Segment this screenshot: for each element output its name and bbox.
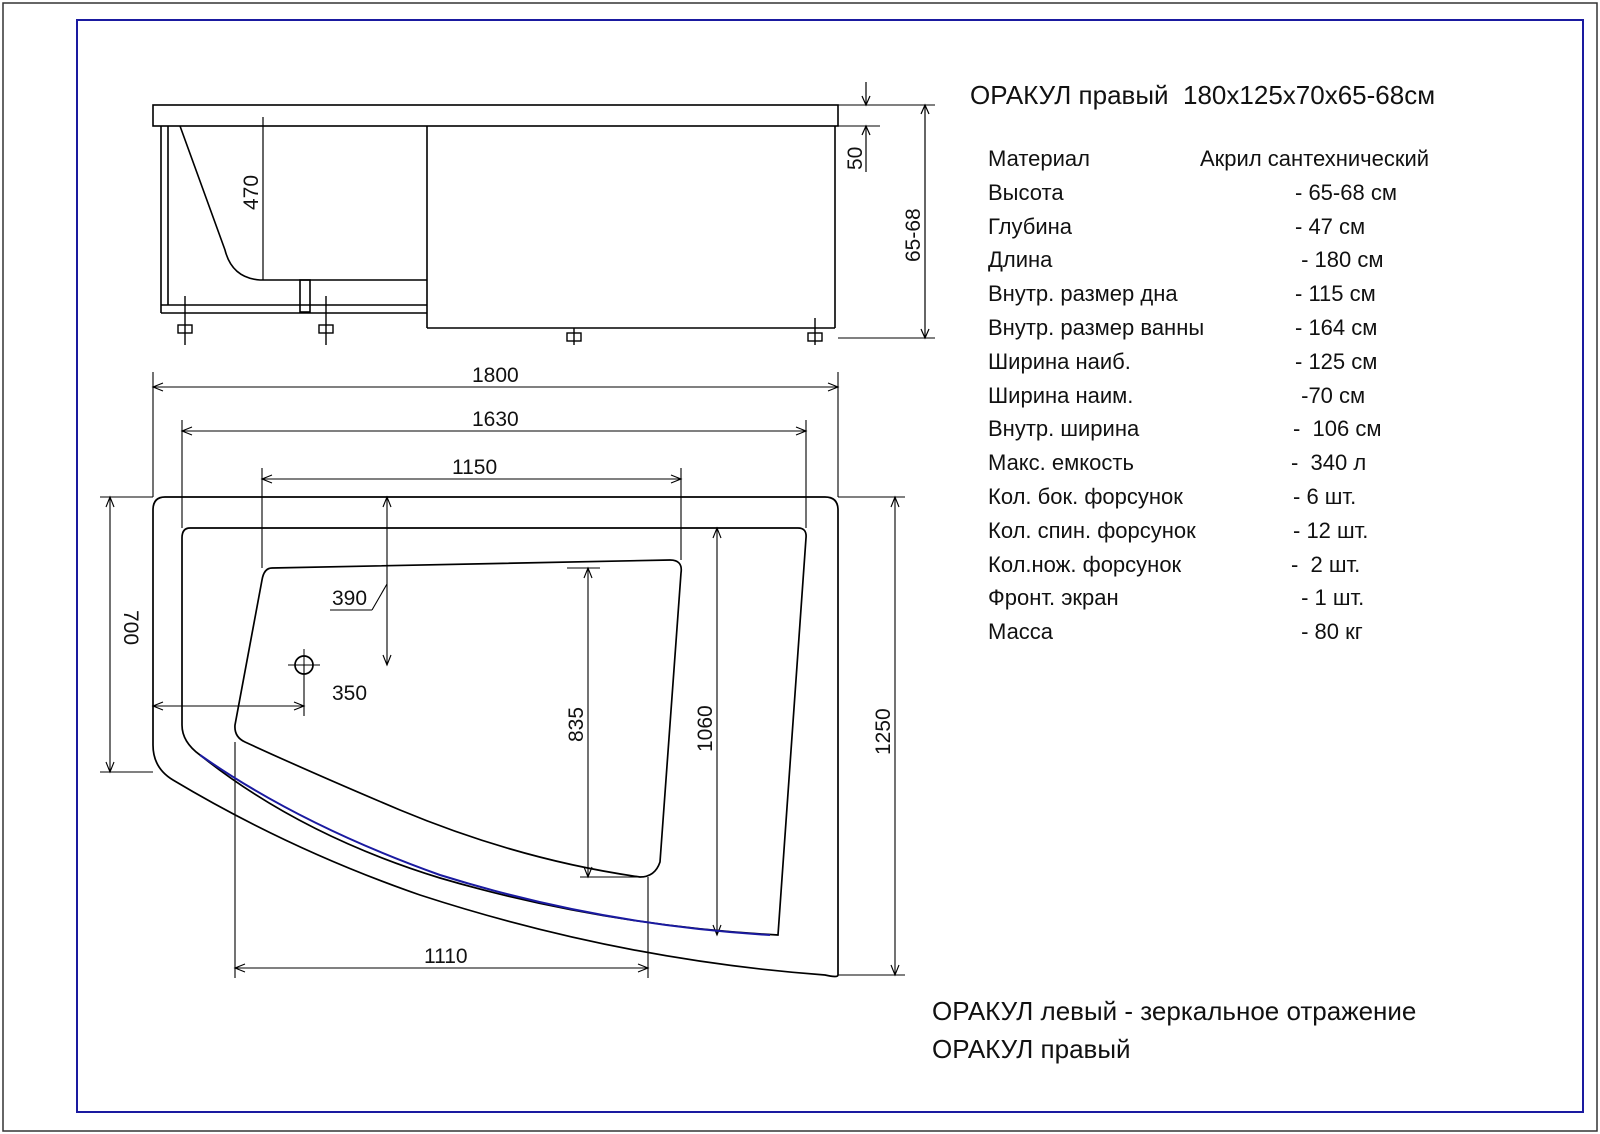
dim-700: 700 [119, 610, 142, 645]
dim-65-68: 65-68 [902, 208, 925, 262]
spec-value: - 65-68 см [1295, 179, 1397, 205]
spec-label: Ширина наиб. [988, 348, 1131, 374]
spec-value: - 180 см [1295, 247, 1384, 273]
dim-350: 350 [332, 682, 367, 705]
spec-label: Внутр. размер ванны [988, 314, 1205, 340]
spec-value: - 106 см [1293, 416, 1382, 442]
spec-label: Внутр. ширина [988, 416, 1140, 442]
dim-390: 390 [332, 587, 367, 610]
dim-1250: 1250 [872, 708, 895, 755]
side-view [152, 82, 935, 345]
spec-value: - 164 см [1295, 314, 1378, 340]
dim-1800: 1800 [472, 364, 519, 387]
dim-835: 835 [565, 707, 588, 742]
frame-border [76, 19, 1584, 1113]
inner-edge-accent [199, 754, 771, 936]
dim-1060: 1060 [694, 705, 717, 752]
spec-value: - 6 шт. [1293, 483, 1357, 509]
spec-label: Внутр. размер дна [988, 281, 1178, 307]
dim-50: 50 [844, 147, 867, 170]
dim-1110: 1110 [424, 945, 468, 968]
spec-label: Материал [988, 146, 1090, 171]
dim-1630: 1630 [472, 408, 519, 431]
spec-label: Фронт. экран [988, 585, 1119, 611]
dim-1150: 1150 [452, 456, 497, 479]
spec-label: Макс. емкость [988, 450, 1134, 476]
spec-label: Высота [988, 179, 1064, 205]
top-view [100, 372, 905, 978]
spec-label: Длина [988, 247, 1053, 273]
spec-label: Глубина [988, 213, 1073, 239]
note-right-version: ОРАКУЛ правый [932, 1034, 1131, 1064]
spec-value: - 125 см [1295, 348, 1378, 374]
spec-label: Кол.нож. форсунок [988, 551, 1182, 577]
spec-value: - 1 шт. [1295, 585, 1365, 611]
dim-470: 470 [240, 175, 263, 210]
spec-label: Масса [988, 619, 1054, 645]
spec-value: Акрил сантехнический [1200, 146, 1430, 171]
spec-label: Кол. спин. форсунок [988, 517, 1196, 543]
spec-value: - 340 л [1291, 450, 1367, 476]
note-left-version: ОРАКУЛ левый - зеркальное отражение [932, 996, 1417, 1026]
spec-value: - 2 шт. [1291, 551, 1361, 577]
spec-label: Ширина наим. [988, 382, 1134, 408]
spec-value: - 115 см [1295, 281, 1376, 307]
spec-label: Кол. бок. форсунок [988, 483, 1183, 509]
spec-value: - 12 шт. [1293, 517, 1369, 543]
spec-value: - 80 кг [1295, 619, 1363, 645]
drawing-title: ОРАКУЛ правый 180x125x70x65-68см [970, 80, 1436, 110]
spec-value: - 47 см [1295, 213, 1366, 239]
spec-value: -70 см [1295, 382, 1366, 408]
